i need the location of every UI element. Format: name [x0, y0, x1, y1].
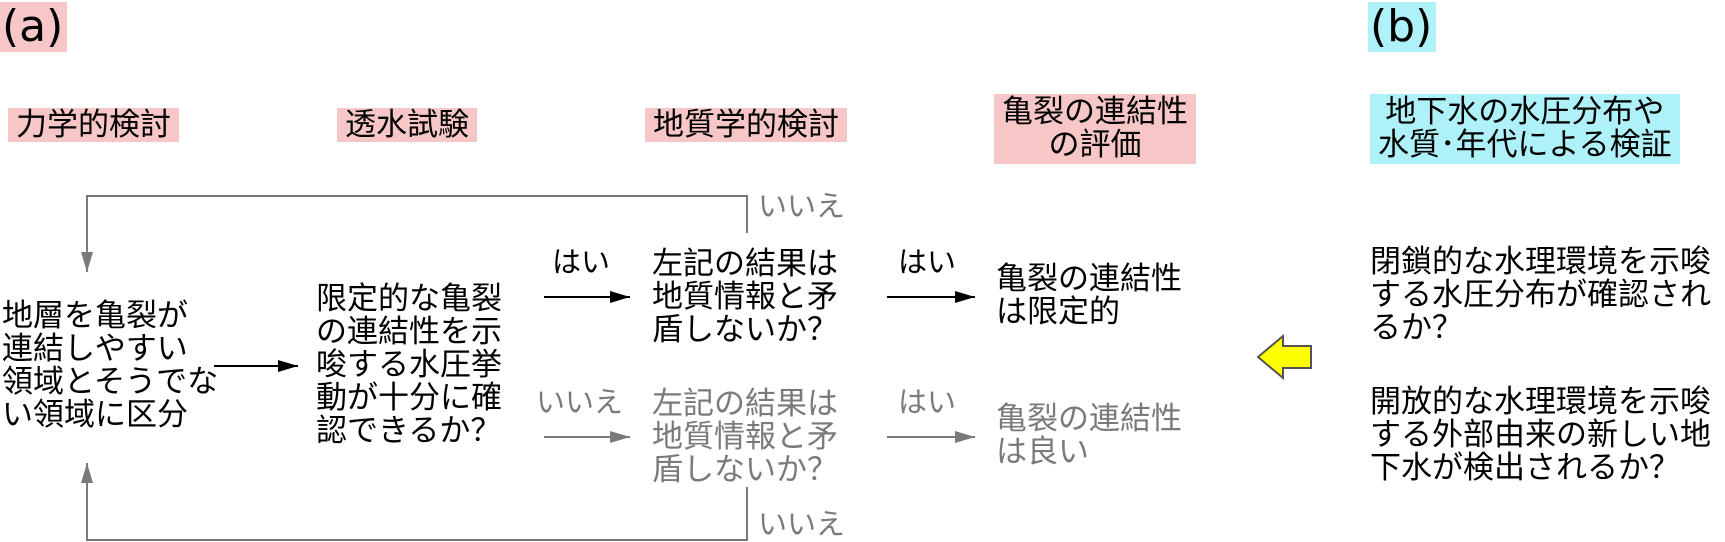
panel-label-a: (a)	[0, 2, 68, 52]
label-no-top: いいえ	[758, 189, 846, 223]
box-open-environment: 開放的な水理環境を示唆 する外部由来の新しい地 下水が検出されるか？	[1370, 384, 1711, 486]
box-consistency-yes-path: 左記の結果は 地質情報と矛 盾しないか？	[652, 246, 838, 348]
feedback-loop-top	[81, 195, 748, 272]
box-closed-environment: 閉鎖的な水理環境を示唆 する水圧分布が確認され るか？	[1370, 244, 1711, 346]
feedback-loop-bottom	[81, 463, 748, 541]
label-no-bottom: いいえ	[758, 507, 846, 541]
panel-label-b: (b)	[1368, 2, 1437, 52]
header-geological: 地質学的検討	[645, 108, 847, 142]
label-yes-1: はい	[552, 245, 611, 279]
header-permeability: 透水試験	[337, 108, 477, 142]
header-connectivity-eval: 亀裂の連結性 の評価	[994, 94, 1196, 164]
box-permeability-question: 限定的な亀裂 の連結性を示 唆する水圧挙 動が十分に確 認できるか？	[316, 281, 502, 449]
box-connectivity-limited: 亀裂の連結性 は限定的	[996, 261, 1182, 330]
label-yes-3: はい	[898, 385, 957, 419]
label-no-1: いいえ	[536, 385, 624, 419]
box-divide-zones: 地層を亀裂が 連結しやすい 領域とそうでな い領域に区分	[2, 298, 219, 433]
yellow-left-arrow-icon	[1256, 333, 1312, 381]
header-mechanical: 力学的検討	[8, 108, 179, 142]
box-connectivity-good: 亀裂の連結性 は良い	[996, 401, 1182, 470]
box-consistency-no-path: 左記の結果は 地質情報と矛 盾しないか？	[652, 386, 838, 488]
header-groundwater-check: 地下水の水圧分布や 水質･年代による検証	[1370, 94, 1680, 164]
label-yes-2: はい	[898, 245, 957, 279]
